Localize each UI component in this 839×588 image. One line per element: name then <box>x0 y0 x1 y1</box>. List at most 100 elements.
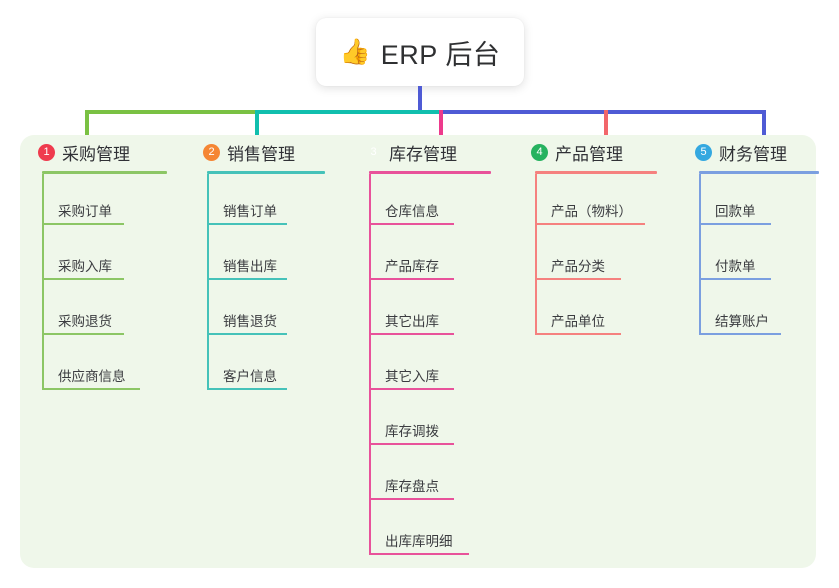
column-body-purchase-management: 采购订单采购入库采购退货供应商信息 <box>20 174 190 394</box>
menu-item-rule <box>42 278 124 280</box>
menu-item-rule <box>535 333 621 335</box>
column-badge-finance-management: 5 <box>695 143 712 161</box>
menu-item-label: 供应商信息 <box>58 369 126 384</box>
menu-item-label: 其它出库 <box>385 314 439 329</box>
menu-item[interactable]: 结算账户 <box>677 284 837 339</box>
menu-item-label: 产品（物料） <box>551 204 632 219</box>
menu-item[interactable]: 销售订单 <box>185 174 355 229</box>
column-title-inventory-management: 库存管理 <box>389 144 457 164</box>
column-finance-management: 5 财务管理回款单付款单结算账户 <box>677 135 837 339</box>
menu-item-label: 产品单位 <box>551 314 605 329</box>
menu-item-label: 库存盘点 <box>385 479 439 494</box>
column-header-inventory-management[interactable]: 3 库存管理 <box>347 135 522 169</box>
menu-item-rule <box>369 498 454 500</box>
menu-item-label: 产品库存 <box>385 259 439 274</box>
menu-item[interactable]: 客户信息 <box>185 339 355 394</box>
menu-item[interactable]: 采购退货 <box>20 284 190 339</box>
menu-item-label: 采购入库 <box>58 259 112 274</box>
column-stem-product-management <box>535 174 537 335</box>
menu-item-label: 客户信息 <box>223 369 277 384</box>
segment-blue <box>439 110 762 114</box>
segment-green <box>85 110 255 114</box>
column-header-rule-finance-management <box>699 171 819 174</box>
menu-item-rule <box>699 278 771 280</box>
menu-item[interactable]: 产品（物料） <box>513 174 683 229</box>
menu-item-rule <box>535 278 621 280</box>
drop-finance <box>762 110 766 153</box>
column-stem-sales-management <box>207 174 209 390</box>
menu-item[interactable]: 供应商信息 <box>20 339 190 394</box>
menu-item[interactable]: 采购入库 <box>20 229 190 284</box>
column-title-sales-management: 销售管理 <box>227 144 295 164</box>
menu-item-label: 仓库信息 <box>385 204 439 219</box>
menu-item[interactable]: 产品单位 <box>513 284 683 339</box>
menu-item[interactable]: 销售退货 <box>185 284 355 339</box>
column-stem-purchase-management <box>42 174 44 390</box>
menu-item[interactable]: 库存盘点 <box>347 449 522 504</box>
column-title-product-management: 产品管理 <box>555 144 623 164</box>
menu-item-rule <box>699 223 771 225</box>
column-header-rule-inventory-management <box>369 171 491 174</box>
menu-item[interactable]: 出库库明细 <box>347 504 522 559</box>
menu-item-rule <box>207 388 287 390</box>
menu-item-label: 出库库明细 <box>385 534 453 549</box>
menu-item-label: 其它入库 <box>385 369 439 384</box>
menu-item[interactable]: 销售出库 <box>185 229 355 284</box>
menu-item-rule <box>207 333 287 335</box>
column-stem-finance-management <box>699 174 701 335</box>
menu-item-rule <box>369 223 454 225</box>
column-badge-product-management: 4 <box>531 143 548 161</box>
column-badge-inventory-management: 3 <box>370 145 377 158</box>
menu-item-rule <box>207 223 287 225</box>
menu-item-rule <box>699 333 781 335</box>
column-header-rule-sales-management <box>207 171 325 174</box>
drop-product <box>604 110 608 153</box>
menu-item-rule <box>369 388 454 390</box>
menu-item[interactable]: 采购订单 <box>20 174 190 229</box>
menu-item[interactable]: 库存调拨 <box>347 394 522 449</box>
column-body-finance-management: 回款单付款单结算账户 <box>677 174 837 339</box>
column-inventory-management: 3 库存管理仓库信息产品库存其它出库其它入库库存调拨库存盘点出库库明细 <box>347 135 522 559</box>
column-badge-purchase-management: 1 <box>38 143 55 161</box>
menu-item[interactable]: 回款单 <box>677 174 837 229</box>
column-header-rule-product-management <box>535 171 657 174</box>
menu-item-label: 付款单 <box>715 259 756 274</box>
menu-item-rule <box>369 278 454 280</box>
drop-purchase <box>85 110 89 153</box>
menu-item-label: 采购退货 <box>58 314 112 329</box>
menu-item[interactable]: 产品库存 <box>347 229 522 284</box>
segment-teal <box>255 110 439 114</box>
drop-inventory <box>439 110 443 153</box>
root-title-card[interactable]: 👍 ERP 后台 <box>316 18 524 86</box>
menu-item-rule <box>207 278 287 280</box>
menu-item[interactable]: 付款单 <box>677 229 837 284</box>
menu-item[interactable]: 其它出库 <box>347 284 522 339</box>
menu-item[interactable]: 仓库信息 <box>347 174 522 229</box>
menu-item-rule <box>535 223 645 225</box>
menu-item-label: 销售退货 <box>223 314 277 329</box>
menu-item-rule <box>369 553 469 555</box>
menu-item-label: 回款单 <box>715 204 756 219</box>
drop-sales <box>255 110 259 153</box>
menu-item[interactable]: 产品分类 <box>513 229 683 284</box>
menu-item-rule <box>42 388 140 390</box>
column-title-finance-management: 财务管理 <box>719 144 787 164</box>
menu-item-label: 采购订单 <box>58 204 112 219</box>
menu-item-label: 产品分类 <box>551 259 605 274</box>
column-header-rule-purchase-management <box>42 171 167 174</box>
menu-item[interactable]: 其它入库 <box>347 339 522 394</box>
column-header-finance-management[interactable]: 5 财务管理 <box>677 135 837 169</box>
column-product-management: 4 产品管理产品（物料） 产品分类产品单位 <box>513 135 683 339</box>
column-stem-inventory-management <box>369 174 371 555</box>
root-connector-line <box>418 86 422 114</box>
column-header-product-management[interactable]: 4 产品管理 <box>513 135 683 169</box>
column-body-product-management: 产品（物料） 产品分类产品单位 <box>513 174 683 339</box>
menu-item-rule <box>369 333 454 335</box>
menu-item-rule <box>42 223 124 225</box>
